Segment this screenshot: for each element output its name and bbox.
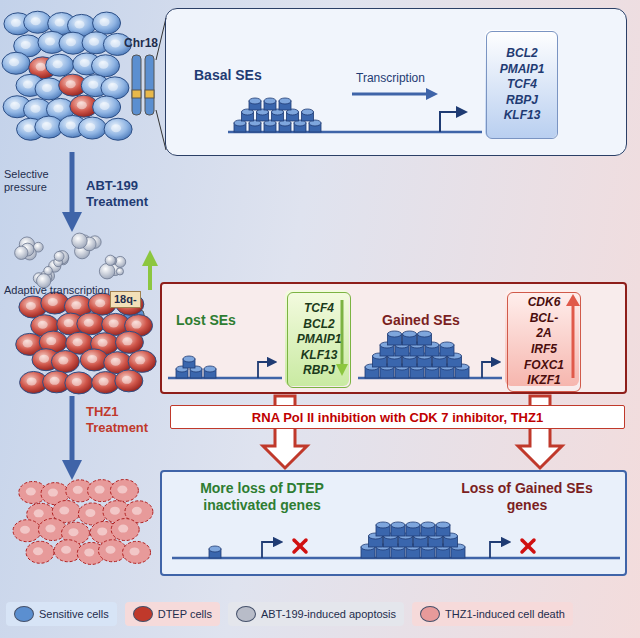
panel-heading: More loss of DTEP inactivated genes <box>172 480 352 514</box>
cell <box>128 350 156 372</box>
cell <box>115 331 143 353</box>
cell <box>51 351 79 373</box>
cell <box>93 12 121 34</box>
dtep-panel: Lost SEs Gained SEs TCF4 BCL2 PMAIP1 KLF13… <box>160 282 627 394</box>
chromosome-label: 18q- <box>110 291 141 308</box>
cell <box>92 55 120 77</box>
panel-heading: Gained SEs <box>382 312 460 329</box>
cell <box>2 52 30 74</box>
gene-box: BCL2 PMAIP1 TCF4 RBPJ KLF13 <box>486 31 558 139</box>
cell <box>111 519 139 541</box>
cell <box>46 54 74 76</box>
treatment-label: THZ1 Treatment <box>86 404 156 435</box>
flow-note: Selective pressure <box>4 168 66 194</box>
legend-swatch <box>14 606 34 622</box>
cell <box>93 96 121 118</box>
cell <box>104 118 132 140</box>
treatment-label: ABT-199 Treatment <box>86 178 158 209</box>
legend-text: DTEP cells <box>158 608 212 620</box>
cell <box>110 479 138 501</box>
legend-swatch <box>236 606 256 622</box>
legend-item: ABT-199-induced apoptosis <box>228 602 404 626</box>
lost-gene-box: TCF4 BCL2 PMAIP1 KLF13 RBPJ <box>287 292 351 388</box>
flow-note: Adaptive transcription <box>4 284 114 297</box>
cell <box>115 370 143 392</box>
cell <box>65 372 93 394</box>
cell <box>35 78 63 100</box>
banner-text: RNA Pol II inhibition with CDK 7 inhibit… <box>252 410 543 425</box>
gained-gene-box: CDK6 BCL-2A IRF5 FOXC1 IKZF1 <box>507 292 581 392</box>
panel-heading: Loss of Gained SEs genes <box>442 480 612 514</box>
panel-heading: Basal SEs <box>194 67 262 84</box>
legend-text: THZ1-induced cell death <box>445 608 565 620</box>
legend-item: DTEP cells <box>125 602 220 626</box>
legend-text: Sensitive cells <box>39 608 109 620</box>
basal-panel: Basal SEs Transcription BCL2 PMAIP1 TCF4 R… <box>165 8 627 156</box>
cell <box>123 541 151 563</box>
cell <box>77 313 105 335</box>
legend-item: THZ1-induced cell death <box>412 602 573 626</box>
cell <box>13 520 41 542</box>
panel-heading: Transcription <box>356 71 425 85</box>
chromosome-label: Chr18 <box>124 36 158 50</box>
legend-swatch <box>133 606 153 622</box>
gene-list: TCF4 BCL2 PMAIP1 KLF13 RBPJ <box>297 301 342 379</box>
legend-item: Sensitive cells <box>6 602 117 626</box>
gene-list: BCL2 PMAIP1 TCF4 RBPJ KLF13 <box>500 46 545 124</box>
legend-swatch <box>420 606 440 622</box>
legend: Sensitive cells DTEP cells ABT-199-induced… <box>6 596 634 632</box>
thz1-panel: More loss of DTEP inactivated genes Loss … <box>160 470 627 576</box>
treatment-banner: RNA Pol II inhibition with CDK 7 inhibit… <box>170 405 625 429</box>
panel-heading: Lost SEs <box>176 312 236 329</box>
gene-list: CDK6 BCL-2A IRF5 FOXC1 IKZF1 <box>524 295 564 389</box>
legend-text: ABT-199-induced apoptosis <box>261 608 396 620</box>
cell <box>26 541 54 563</box>
cell <box>78 117 106 139</box>
